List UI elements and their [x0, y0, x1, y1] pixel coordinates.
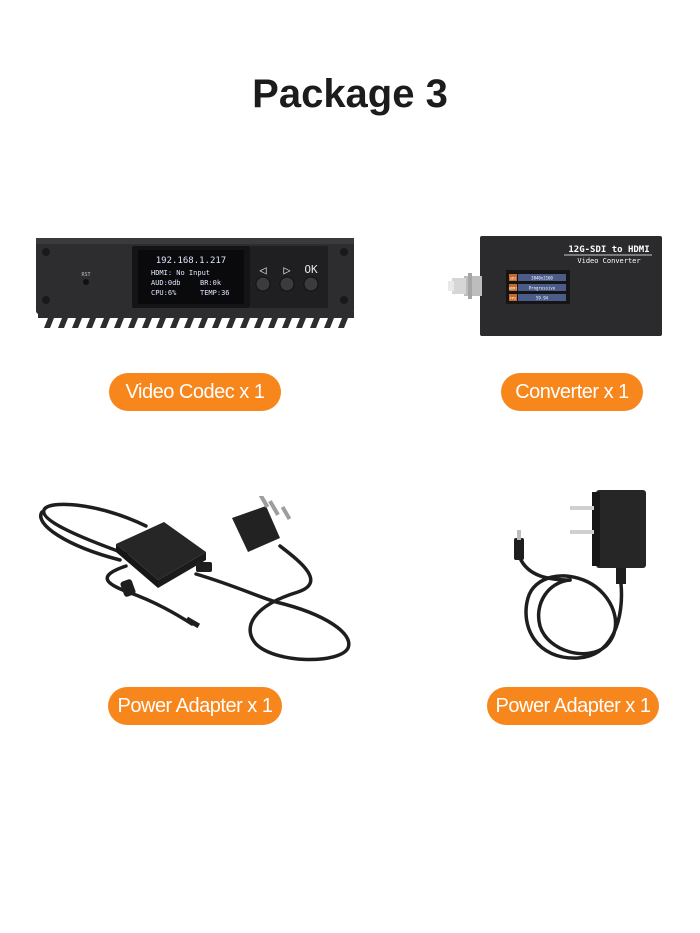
page-title: Package 3 — [252, 72, 448, 116]
screen-hdmi: HDMI: No Input — [151, 269, 210, 277]
left-arrow-icon: ◁ — [258, 263, 266, 277]
rst-label: RST — [81, 272, 90, 278]
power-adapter-brick-image — [39, 496, 351, 662]
ok-label: OK — [304, 263, 318, 276]
screen-ip: 192.168.1.217 — [156, 256, 226, 266]
screen-temp: TEMP:36 — [200, 289, 230, 297]
conv-row3-value: 59.94 — [536, 296, 549, 301]
right-arrow-icon: ▷ — [283, 263, 291, 277]
power-adapter-label-2: Power Adapter x 1 — [487, 687, 659, 725]
conv-row1-value: 3840x2160 — [531, 276, 553, 281]
video-codec-label: Video Codec x 1 — [109, 373, 281, 411]
power-adapter-wall-image — [514, 490, 646, 660]
converter-title: 12G-SDI to HDMI — [568, 245, 649, 255]
conv-row2-tag: HDMI — [509, 287, 517, 291]
power-adapter-label-1: Power Adapter x 1 — [108, 687, 282, 725]
screen-aud: AUD:0db — [151, 279, 181, 287]
conv-row3-tag: FPS — [510, 297, 516, 301]
converter-image: 12G-SDI to HDMI Video Converter SDI 3840… — [448, 236, 662, 336]
screen-br: BR:0k — [200, 279, 222, 287]
converter-label: Converter x 1 — [501, 373, 643, 411]
conv-row1-tag: SDI — [510, 277, 516, 281]
converter-subtitle: Video Converter — [577, 257, 640, 265]
conv-row2-value: Progressive — [529, 286, 556, 291]
screen-cpu: CPU:6% — [151, 289, 177, 297]
video-codec-image: RST 192.168.1.217 HDMI: No Input AUD:0db… — [36, 238, 354, 328]
